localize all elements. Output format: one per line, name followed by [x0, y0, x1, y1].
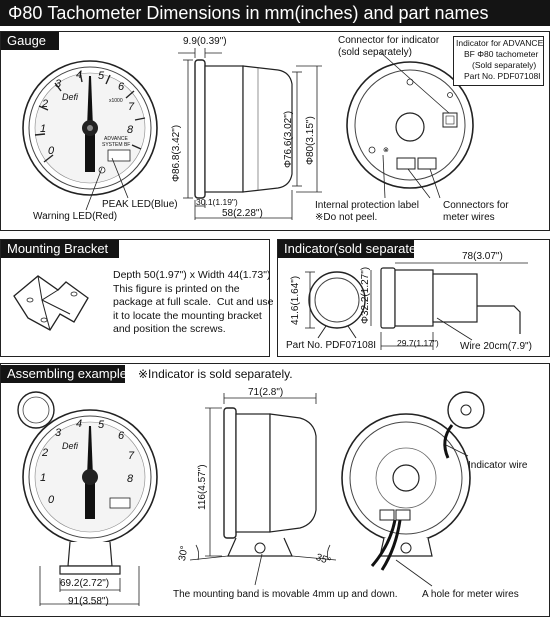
connector-indicator-label-2: (sold separately) — [338, 47, 412, 58]
gauge-dial — [22, 60, 158, 196]
mounting-description: Depth 50(1.97") x Width 44(1.73") This f… — [113, 269, 274, 335]
mounting-section-heading: Mounting Bracket — [1, 240, 119, 258]
dim-total-length: 58(2.28") — [222, 208, 263, 219]
dim-assembled-width: 91(3.58") — [68, 596, 109, 607]
dim-bezel: 30.1(1.19") — [196, 197, 238, 207]
indicator-dim-lens: 29.7(1.17") — [397, 338, 439, 348]
face-text-1: ADVANCE — [104, 136, 128, 142]
dial-number-4: 4 — [76, 69, 83, 81]
title-bar: Φ80 Tachometer Dimensions in mm(inches) … — [0, 0, 550, 26]
assembling-section-heading: Assembling example — [1, 365, 127, 383]
advance-note-line-2: BF Φ80 tachometer — [464, 49, 539, 59]
assembling-note: ※Indicator is sold separately. — [138, 367, 293, 381]
protection-label-2: ※Do not peel. — [315, 212, 378, 223]
dial-number-3: 3 — [55, 78, 62, 90]
advance-note-line-1: Indicator for ADVANCE — [456, 38, 544, 48]
indicator-part-no: Part No. PDF07108I — [286, 340, 377, 351]
assembled-dial-5: 5 — [98, 419, 105, 431]
indicator-wire-label: Indicator wire — [468, 460, 528, 471]
gauge-section-heading: Gauge — [1, 32, 59, 50]
dim-front-depth: 9.9(0.39") — [183, 36, 227, 47]
svg-text:⊗: ⊗ — [383, 147, 389, 154]
assembled-dial-6: 6 — [118, 430, 125, 442]
dial-number-2: 2 — [42, 98, 49, 110]
connector-indicator-label-1: Connector for indicator — [338, 35, 440, 46]
advance-note-box — [453, 36, 544, 86]
assembled-dial-7: 7 — [128, 450, 135, 462]
assembled-brand-logo: Defi — [62, 441, 79, 451]
dial-number-8: 8 — [127, 124, 134, 136]
unit-label: x1000 — [109, 98, 123, 104]
dial-number-6: 6 — [118, 81, 125, 93]
page-title: Φ80 Tachometer Dimensions in mm(inches) … — [8, 3, 489, 23]
indicator-dim-length: 78(3.07") — [462, 251, 503, 262]
assembled-dial-2: 2 — [42, 447, 49, 459]
assembled-dial-1: 1 — [40, 472, 47, 484]
dial-number-1: 1 — [40, 123, 47, 135]
dim-assembled-base: 69.2(2.72") — [60, 578, 110, 589]
assembled-dial-0: 0 — [48, 494, 55, 506]
connectors-meter-label-1: Connectors for — [443, 200, 509, 211]
assembled-dial-3: 3 — [55, 427, 62, 439]
dial-number-7: 7 — [128, 101, 135, 113]
assembled-dial-4: 4 — [76, 418, 83, 430]
indicator-wire-length: Wire 20cm(7.9") — [460, 341, 532, 352]
advance-note-line-3: (Sold separately) — [472, 60, 537, 70]
connectors-meter-label-2: meter wires — [443, 212, 495, 223]
dial-number-0: 0 — [48, 145, 55, 157]
band-note: The mounting band is movable 4mm up and … — [173, 589, 398, 600]
advance-note-line-4: Part No. PDF07108I — [464, 71, 541, 81]
assembled-dial-8: 8 — [127, 473, 134, 485]
dim-assembled-depth: 71(2.8") — [248, 387, 284, 398]
protection-label-1: Internal protection label — [315, 200, 419, 211]
indicator-section-heading: Indicator(sold separately) — [278, 240, 430, 258]
mounting-panel — [0, 239, 270, 357]
peak-led-label: PEAK LED(Blue) — [102, 199, 178, 210]
warning-led-label: Warning LED(Red) — [33, 211, 118, 222]
hole-note: A hole for meter wires — [422, 589, 519, 600]
dial-number-5: 5 — [98, 70, 105, 82]
face-text-2: SYSTEM BF — [102, 142, 131, 148]
brand-logo: Defi — [62, 92, 79, 102]
